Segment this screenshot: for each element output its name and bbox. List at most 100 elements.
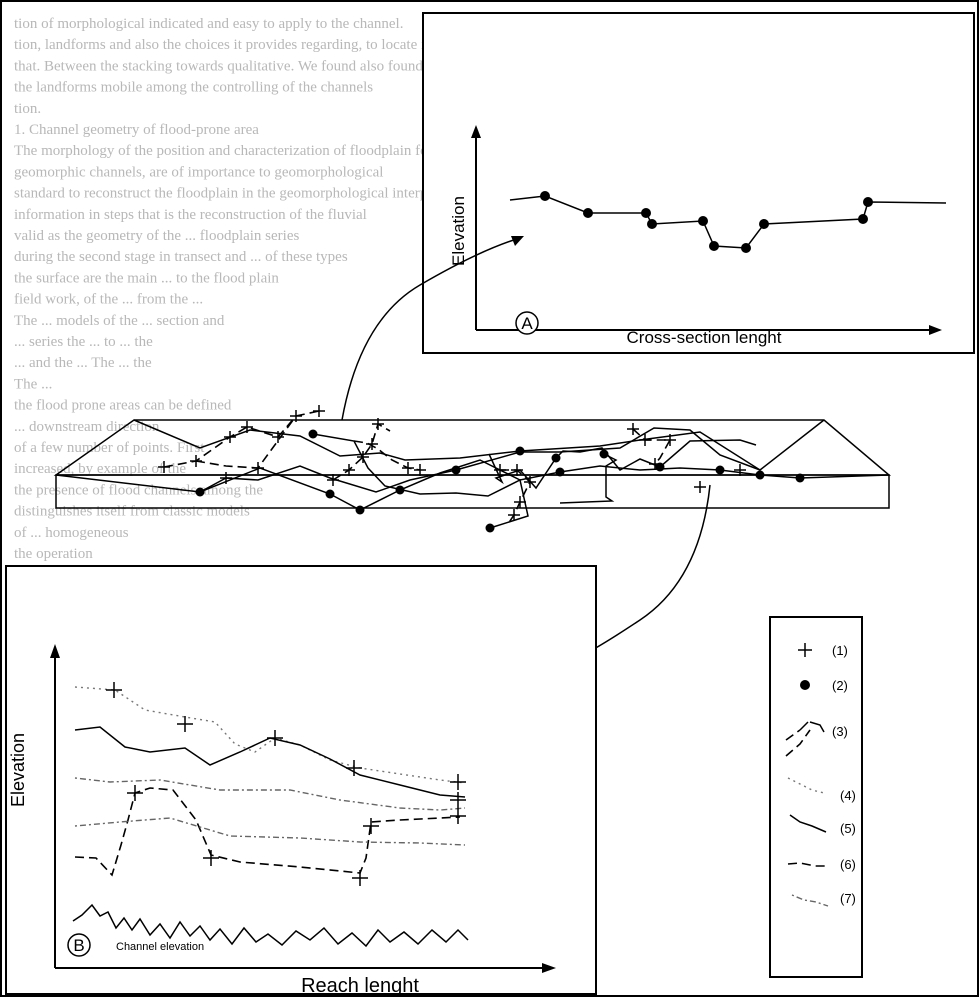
block-dot xyxy=(325,489,335,499)
background-text-line: information in steps that is the reconst… xyxy=(14,207,367,223)
panel-b-dotted-line xyxy=(74,686,466,784)
cross-marker xyxy=(734,464,746,476)
cross-marker xyxy=(357,451,369,463)
block-dot xyxy=(451,465,461,475)
arrow-to-panel-a-head xyxy=(511,236,524,246)
background-text-line: ... downstream direction xyxy=(14,419,160,435)
legend-solid-icon xyxy=(789,814,827,833)
block-dashed-network xyxy=(632,428,672,465)
legend-label-7: (7) xyxy=(840,891,856,906)
cross-marker xyxy=(252,462,264,474)
background-text: tion of morphological indicated and easy… xyxy=(14,16,474,583)
cross-marker xyxy=(450,774,466,790)
background-text-line: tion of morphological indicated and easy… xyxy=(14,16,403,32)
background-text-line: ... series the ... to ... the xyxy=(14,334,153,350)
panel-a-y-axis-label: Elevation xyxy=(449,196,468,266)
cross-marker xyxy=(158,461,170,473)
background-text-line: 1. Channel geometry of flood-prone area xyxy=(14,122,259,138)
block-dot xyxy=(485,523,495,533)
background-text-line: The ... xyxy=(14,376,52,392)
cross-marker xyxy=(224,431,236,443)
block-dot xyxy=(395,485,405,495)
block-dot xyxy=(655,462,665,472)
cross-marker xyxy=(372,418,384,430)
background-text-line: that. Between the stacking towards quali… xyxy=(14,58,423,74)
legend-label-2: (2) xyxy=(832,678,848,693)
background-text-line: The morphology of the position and chara… xyxy=(14,143,474,159)
cross-marker xyxy=(203,850,219,866)
cross-marker xyxy=(694,481,706,493)
cross-marker xyxy=(511,464,523,476)
panel-a-x-axis-label: Cross-section lenght xyxy=(627,328,782,347)
block-front-face xyxy=(55,474,890,509)
panel-a-points xyxy=(540,191,873,253)
cross-marker xyxy=(363,818,379,834)
legend: (1) (2) (3) (4) (5) (6) (7) xyxy=(769,616,863,978)
background-text-line: the landforms mobile among the controlli… xyxy=(14,80,373,96)
background-text-line: standard to reconstruct the floodplain i… xyxy=(14,186,474,202)
cross-marker xyxy=(450,808,466,824)
block-channel-line xyxy=(312,433,529,529)
panel-a: Elevation Cross-section lenght A xyxy=(422,12,975,354)
block-dot xyxy=(551,453,561,463)
cross-marker xyxy=(639,434,651,446)
terrain-block xyxy=(53,405,892,533)
legend-dotted-icon xyxy=(787,777,825,794)
panel-a-badge xyxy=(515,311,539,335)
legend-label-6: (6) xyxy=(840,857,856,872)
block-dot xyxy=(795,473,805,483)
background-text-line: the flood prone areas can be defined xyxy=(14,398,232,414)
cross-marker xyxy=(220,472,232,484)
block-dot xyxy=(755,470,765,480)
cross-marker xyxy=(241,421,253,433)
cross-marker xyxy=(414,464,426,476)
background-text-line: during the second stage in transect and … xyxy=(14,249,348,265)
channel-elevation-label: Channel elevation xyxy=(116,941,204,953)
arrow-to-panel-a xyxy=(341,237,521,421)
cross-marker xyxy=(627,423,639,435)
background-text-line: of ... homogeneous xyxy=(14,525,129,541)
panel-a-badge-label: A xyxy=(521,314,533,333)
panel-a-point xyxy=(863,197,873,207)
panel-a-point xyxy=(858,214,868,224)
cross-marker xyxy=(343,464,355,476)
panel-a-y-arrow xyxy=(471,125,481,138)
legend-network-icon xyxy=(785,721,825,757)
panel-b-solid-line xyxy=(74,726,466,798)
background-text-line: The ... models of the ... section and xyxy=(14,313,225,329)
cross-marker xyxy=(290,410,302,422)
block-dot xyxy=(195,487,205,497)
cross-marker xyxy=(127,785,143,801)
block-dot xyxy=(555,467,565,477)
background-text-line: tion. xyxy=(14,101,41,117)
panel-b-badge xyxy=(67,933,91,957)
cross-marker xyxy=(450,792,466,808)
block-dot xyxy=(715,465,725,475)
block-dot xyxy=(355,505,365,515)
block-dots xyxy=(195,429,805,533)
background-text-line: of a few number of points. First xyxy=(14,440,205,456)
block-dot xyxy=(515,446,525,456)
panel-b-channel-line xyxy=(72,903,469,948)
panel-a-point xyxy=(709,241,719,251)
cross-marker xyxy=(494,464,506,476)
background-text-line: the surface are the main ... to the floo… xyxy=(14,270,279,286)
legend-label-1: (1) xyxy=(832,643,848,658)
background-text-line: ... and the ... The ... the xyxy=(14,355,152,371)
block-channel-line xyxy=(559,453,618,504)
block-dot xyxy=(308,429,318,439)
background-text-line: distinguishes itself from classic models xyxy=(14,504,250,520)
block-crosses xyxy=(158,405,746,521)
cross-marker xyxy=(267,730,283,746)
legend-dashdot-icon xyxy=(791,894,829,907)
legend-label-3: (3) xyxy=(832,724,848,739)
cross-marker xyxy=(177,716,193,732)
panel-a-point xyxy=(741,243,751,253)
panel-b-y-axis-label: Elevation xyxy=(8,733,28,807)
panel-b-dashed-line xyxy=(74,787,461,877)
panel-a-point xyxy=(698,216,708,226)
legend-label-4: (4) xyxy=(840,788,856,803)
panel-b-dashdot-line xyxy=(74,777,466,811)
panel-b-frame xyxy=(5,565,597,995)
cross-marker xyxy=(272,431,284,443)
